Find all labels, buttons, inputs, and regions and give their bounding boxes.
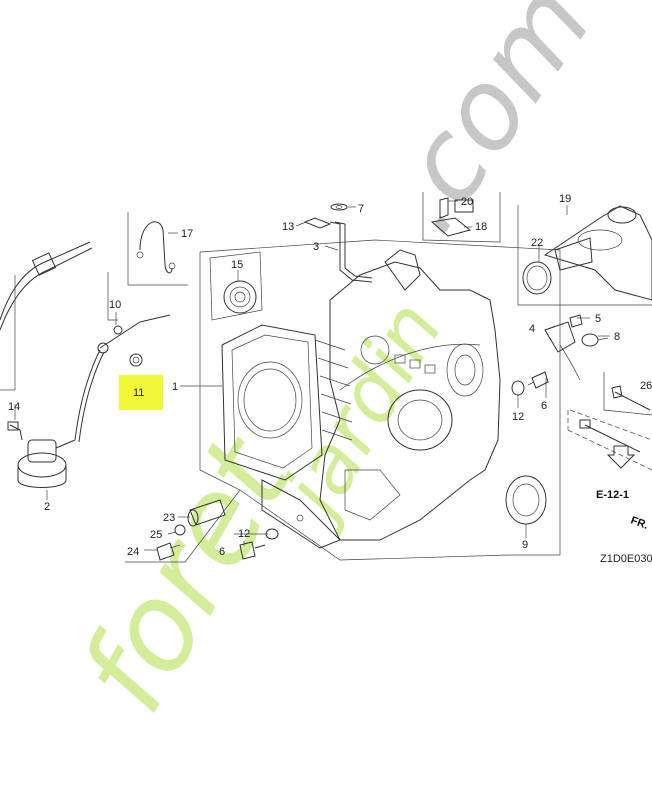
- governor-rod: [303, 203, 373, 283]
- callout-3: 3: [313, 241, 319, 253]
- oil-sensor: [544, 314, 609, 381]
- callout-20: 20: [461, 196, 473, 208]
- figure-code: Z1D0E030: [600, 553, 652, 565]
- callout-2: 2: [44, 501, 50, 513]
- callout-14: 14: [8, 401, 20, 413]
- crankcase-group-frame: [199, 239, 561, 561]
- wire-box: [127, 212, 188, 286]
- callout-22: 22: [531, 237, 543, 249]
- callout-6-lower: 6: [219, 546, 225, 558]
- front-direction-label: FR.: [629, 515, 650, 532]
- far-right-box: [517, 205, 652, 306]
- callout-4: 4: [529, 323, 535, 335]
- callout-23: 23: [163, 512, 175, 524]
- callout-13: 13: [282, 221, 294, 233]
- section-reference: E-12-1: [596, 489, 629, 501]
- callout-25: 25: [150, 529, 162, 541]
- watermark-suffix: .com: [356, 0, 616, 255]
- upper-right-box: [422, 192, 501, 243]
- leader-lines: [14, 200, 610, 551]
- callout-11: 11: [133, 387, 144, 399]
- callout-6-right: 6: [541, 400, 547, 412]
- callout-9: 9: [522, 539, 528, 551]
- callout-18: 18: [475, 221, 487, 233]
- callout-12-lower: 12: [238, 528, 250, 540]
- stud-reference: [567, 409, 652, 471]
- callout-labels: 1 2 3 4 5 6 6 7 8 9 10 11 12 12 13 14 15…: [8, 193, 652, 558]
- highlight-box: [119, 375, 163, 410]
- callout-12-right: 12: [512, 411, 524, 423]
- callout-15: 15: [231, 259, 243, 271]
- callout-1: 1: [172, 381, 178, 393]
- callout-19: 19: [559, 193, 571, 205]
- callout-8: 8: [614, 331, 620, 343]
- callout-10: 10: [109, 299, 121, 311]
- bearing-box: [209, 251, 263, 321]
- callout-7: 7: [358, 203, 364, 215]
- callout-26: 26: [640, 380, 652, 392]
- right-partial-box: [603, 372, 652, 416]
- cable-assembly: [0, 241, 171, 488]
- right-bolt: [511, 371, 549, 396]
- crankcase-body: [221, 249, 501, 549]
- watermark: foret jardin .com: [55, 0, 616, 735]
- oil-seal: [505, 475, 547, 525]
- callout-17: 17: [181, 228, 193, 240]
- callout-24: 24: [127, 546, 139, 558]
- lower-left-parts: [125, 489, 241, 563]
- callout-5: 5: [595, 313, 601, 325]
